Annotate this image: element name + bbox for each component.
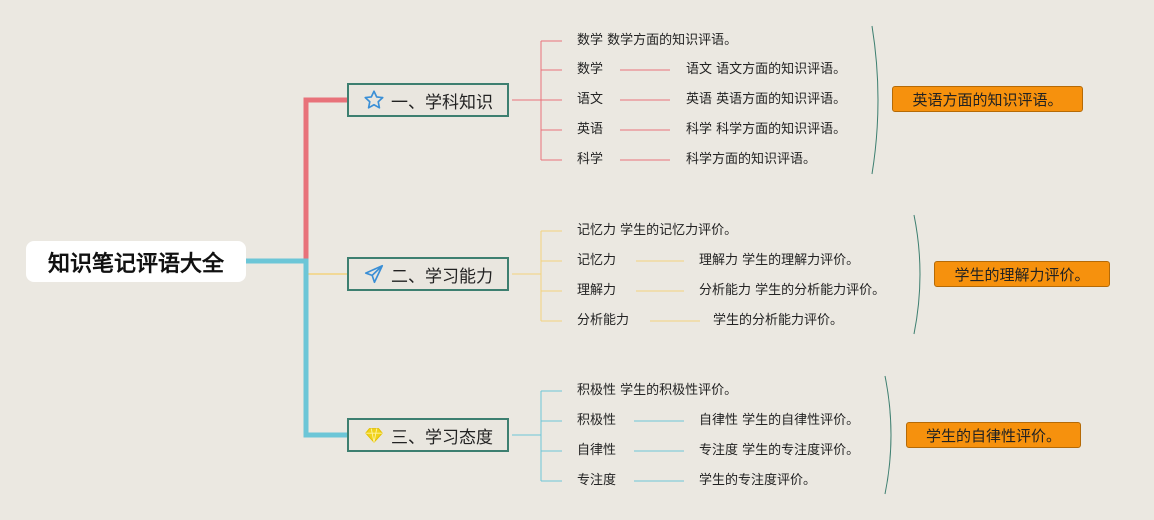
leaf-1-4[interactable]: 科学 <box>577 152 604 167</box>
leaf-2-3[interactable]: 分析能力 <box>577 313 630 328</box>
leaf-3-0[interactable]: 积极性 学生的积极性评价。 <box>577 383 738 398</box>
branch-node-3[interactable]: 三、学习态度 <box>347 418 509 452</box>
paper-plane-icon <box>363 263 385 285</box>
leaf-2-0[interactable]: 记忆力 学生的记忆力评价。 <box>577 223 738 238</box>
leaf-1-pair-0[interactable]: 语文 语文方面的知识评语。 <box>686 62 847 77</box>
leaf-2-pair-2[interactable]: 学生的分析能力评价。 <box>713 313 844 328</box>
star-icon <box>363 89 385 111</box>
branch-2-connectors <box>512 230 700 322</box>
brace-3 <box>884 375 892 495</box>
root-connector-3 <box>246 258 348 438</box>
leaf-1-0[interactable]: 数学 数学方面的知识评语。 <box>577 33 738 48</box>
root-connector-1 <box>246 97 348 264</box>
summary-label-2: 学生的理解力评价。 <box>954 265 1090 284</box>
summary-1[interactable]: 英语方面的知识评语。 <box>892 86 1083 112</box>
branch-3-connectors <box>512 390 684 482</box>
leaf-2-pair-1[interactable]: 分析能力 学生的分析能力评价。 <box>699 283 886 298</box>
branch-1-connectors <box>512 40 670 161</box>
branch-label-2: 二、学习能力 <box>391 266 493 287</box>
leaf-3-pair-0[interactable]: 自律性 学生的自律性评价。 <box>699 413 860 428</box>
leaf-1-3[interactable]: 英语 <box>577 122 604 137</box>
leaf-2-pair-0[interactable]: 理解力 学生的理解力评价。 <box>699 253 860 268</box>
summary-label-3: 学生的自律性评价。 <box>925 426 1061 445</box>
root-title: 知识笔记评语大全 <box>47 251 224 277</box>
leaf-2-2[interactable]: 理解力 <box>577 283 617 298</box>
leaf-3-1[interactable]: 积极性 <box>577 413 617 428</box>
leaf-1-pair-2[interactable]: 科学 科学方面的知识评语。 <box>686 122 847 137</box>
brace-2 <box>913 214 921 335</box>
diamond-icon <box>363 424 385 446</box>
leaf-1-pair-1[interactable]: 英语 英语方面的知识评语。 <box>686 92 847 107</box>
summary-label-1: 英语方面的知识评语。 <box>912 90 1063 109</box>
summary-3[interactable]: 学生的自律性评价。 <box>906 422 1081 448</box>
branch-label-3: 三、学习态度 <box>391 427 493 448</box>
leaf-3-2[interactable]: 自律性 <box>577 443 617 458</box>
branch-node-1[interactable]: 一、学科知识 <box>347 83 509 117</box>
summary-2[interactable]: 学生的理解力评价。 <box>934 261 1110 287</box>
branch-node-2[interactable]: 二、学习能力 <box>347 257 509 291</box>
brace-1 <box>871 25 879 175</box>
leaf-1-pair-3[interactable]: 科学方面的知识评语。 <box>686 152 817 167</box>
leaf-3-3[interactable]: 专注度 <box>577 473 617 488</box>
leaf-3-pair-2[interactable]: 学生的专注度评价。 <box>699 473 817 488</box>
leaf-1-1[interactable]: 数学 <box>577 62 604 77</box>
branch-label-1: 一、学科知识 <box>391 92 493 113</box>
leaf-1-2[interactable]: 语文 <box>577 92 604 107</box>
leaf-2-1[interactable]: 记忆力 <box>577 253 617 268</box>
leaf-3-pair-1[interactable]: 专注度 学生的专注度评价。 <box>699 443 860 458</box>
root-node[interactable]: 知识笔记评语大全 <box>26 241 246 282</box>
